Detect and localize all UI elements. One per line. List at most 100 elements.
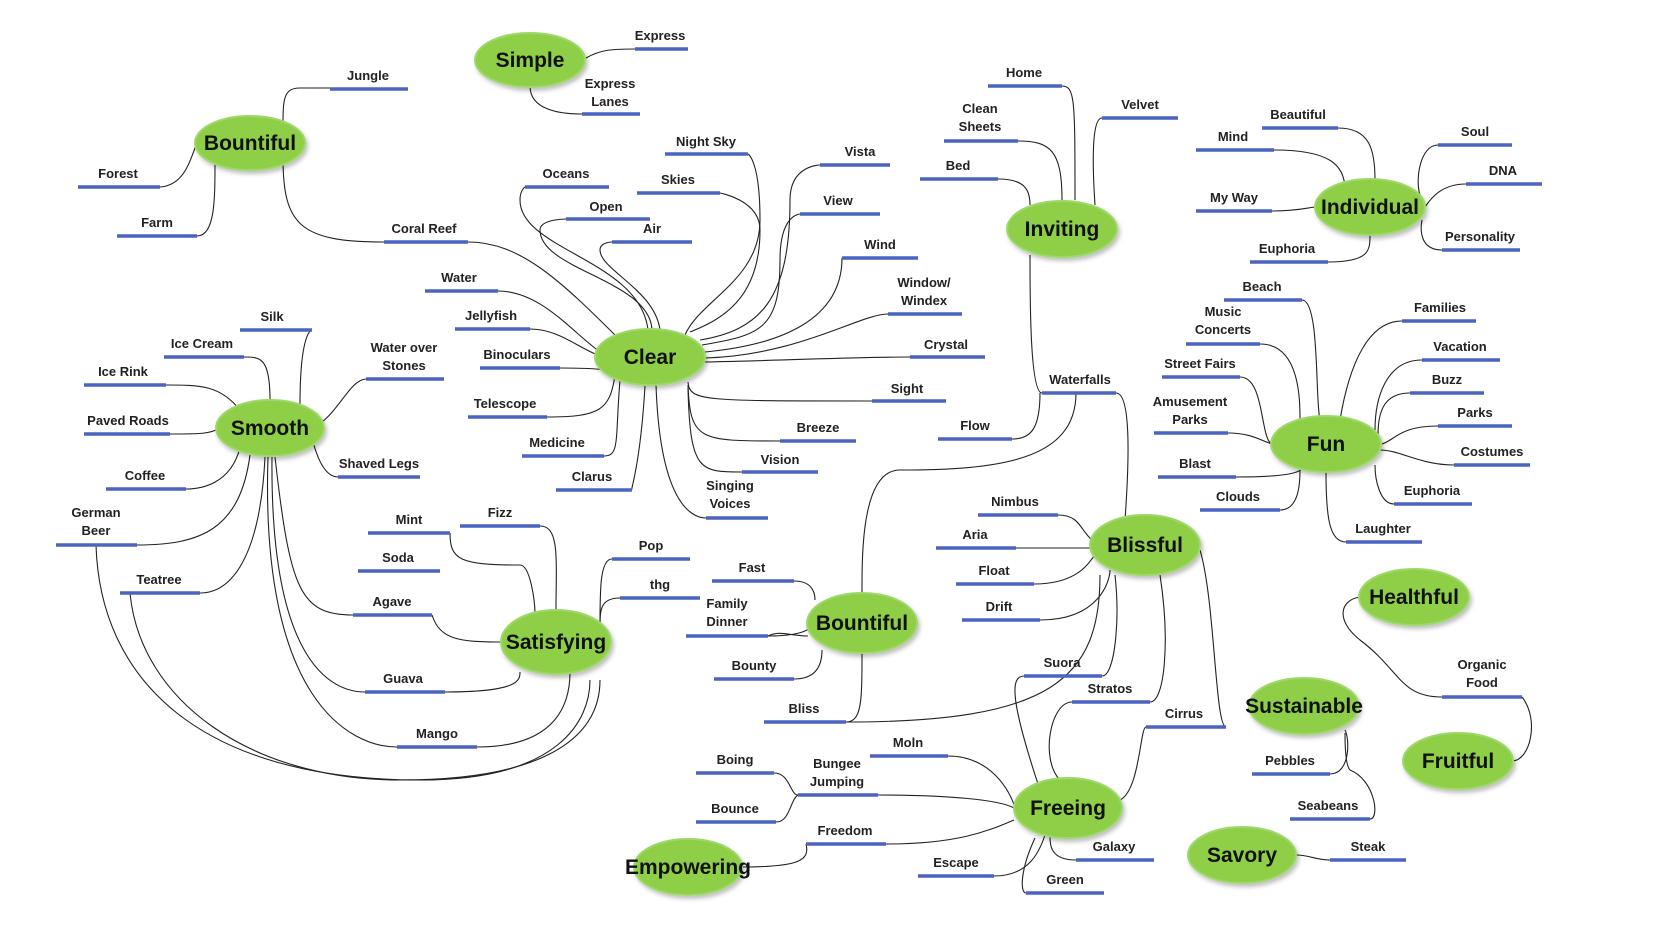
leaf-label: Street Fairs: [1164, 356, 1236, 371]
connector-line: [282, 87, 330, 129]
connector-line: [687, 384, 781, 442]
connector-line: [1325, 471, 1347, 543]
leaf-node-home: Home: [988, 65, 1062, 88]
hub-bubble: [1358, 568, 1470, 626]
connector-line: [704, 356, 911, 363]
connector-line: [1301, 299, 1321, 421]
leaf-node-telescope: Telescope: [468, 396, 547, 419]
leaf-node-clouds: Clouds: [1200, 489, 1280, 512]
hub-bubble: [1248, 677, 1360, 735]
leaf-node-dna: DNA: [1466, 163, 1542, 186]
leaf-node-silk: Silk: [240, 309, 312, 332]
connector-line: [701, 213, 801, 346]
hub-node-individual: Individual: [1314, 178, 1426, 236]
hub-label: Individual: [1321, 196, 1419, 219]
connector-line: [687, 381, 873, 402]
leaf-label: Personality: [1445, 229, 1516, 244]
leaf-label: Moln: [893, 735, 923, 750]
leaf-label: Nimbus: [991, 494, 1039, 509]
leaf-node-parks: Parks: [1438, 405, 1512, 428]
leaf-label: Water: [441, 270, 477, 285]
connector-line: [599, 558, 613, 626]
leaf-label: Blast: [1179, 456, 1211, 471]
connector-line: [1374, 359, 1423, 431]
hub-bubble: [1187, 826, 1297, 884]
connector-line: [1227, 432, 1273, 445]
leaf-label: Fizz: [488, 505, 513, 520]
leaf-node-air: Air: [612, 221, 692, 244]
hub-node-bountiful1: Bountiful: [194, 115, 306, 171]
leaf-label: Telescope: [474, 396, 537, 411]
connector-line: [1101, 574, 1118, 677]
leaf-node-fizz: Fizz: [460, 505, 540, 528]
leaf-node-vista: Vista: [820, 144, 890, 167]
leaf-node-water: Water: [425, 270, 498, 293]
leaf-node-seabeans: Seabeans: [1290, 798, 1370, 821]
leaf-node-escape: Escape: [918, 855, 994, 878]
connector-line: [1420, 219, 1443, 251]
leaf-node-guava: Guava: [365, 671, 445, 694]
leaf-label: Crystal: [924, 337, 968, 352]
connector-line: [704, 313, 889, 359]
connector-line: [1271, 206, 1317, 212]
leaf-label: Soda: [382, 550, 415, 565]
leaf-node-shavedlegs: Shaved Legs: [338, 456, 420, 479]
leaf-node-skies: Skies: [637, 172, 720, 195]
leaf-label: Euphoria: [1259, 241, 1316, 256]
leaf-node-jungle: Jungle: [330, 68, 408, 91]
hub-label: Fruitful: [1422, 750, 1494, 773]
connector-line: [684, 153, 761, 336]
hub-label: Sustainable: [1245, 695, 1363, 718]
connector-line: [655, 384, 707, 519]
connector-line: [1377, 392, 1411, 436]
connector-line: [1273, 149, 1346, 191]
hub-bubble: [806, 592, 918, 654]
leaf-label: Mango: [416, 726, 458, 741]
connector-line: [845, 651, 863, 723]
leaf-label: Mint: [396, 512, 423, 527]
hub-label: Clear: [624, 346, 677, 369]
connector-line: [1014, 675, 1041, 791]
leaf-node-buzz: Buzz: [1410, 372, 1484, 395]
leaf-label: Coral Reef: [391, 221, 457, 236]
leaf-label: Medicine: [529, 435, 585, 450]
leaf-label: Guava: [383, 671, 424, 686]
hub-bubble: [1013, 777, 1123, 839]
leaf-label: Clouds: [1216, 489, 1260, 504]
leaf-label: Flow: [960, 418, 990, 433]
connector-line: [1115, 392, 1129, 521]
hub-node-sustainable: Sustainable: [1245, 677, 1363, 735]
connector-line: [773, 772, 799, 796]
leaf-label: Seabeans: [1298, 798, 1359, 813]
hub-node-clear: Clear: [594, 328, 706, 386]
hub-nodes: BountifulSimpleClearSmoothSatisfyingBoun…: [194, 32, 1514, 896]
hub-node-satisfying: Satisfying: [500, 609, 612, 675]
connector-line: [431, 614, 503, 643]
hub-bubble: [194, 115, 306, 171]
leaf-node-nimbus: Nimbus: [978, 494, 1058, 517]
connector-line: [993, 834, 1046, 877]
leaf-node-boing: Boing: [696, 752, 774, 775]
connector-line: [274, 456, 354, 616]
connector-line: [169, 427, 221, 435]
connector-line: [1337, 127, 1376, 181]
leaf-label: thg: [650, 577, 670, 592]
connector-line: [1199, 549, 1227, 728]
hub-node-fun: Fun: [1270, 415, 1382, 473]
connector-line: [947, 755, 1016, 809]
leaf-node-mango: Mango: [397, 726, 477, 749]
connector-line: [476, 671, 571, 748]
connector-line: [1049, 834, 1077, 861]
leaf-node-binoculars: Binoculars: [480, 347, 560, 370]
leaf-node-families: Families: [1402, 300, 1476, 323]
connector-line: [877, 794, 1015, 809]
leaf-node-galaxy: Galaxy: [1076, 839, 1154, 862]
leaf-label: Freedom: [818, 823, 873, 838]
leaf-node-fast: Fast: [712, 560, 794, 583]
connector-line: [845, 574, 1101, 723]
